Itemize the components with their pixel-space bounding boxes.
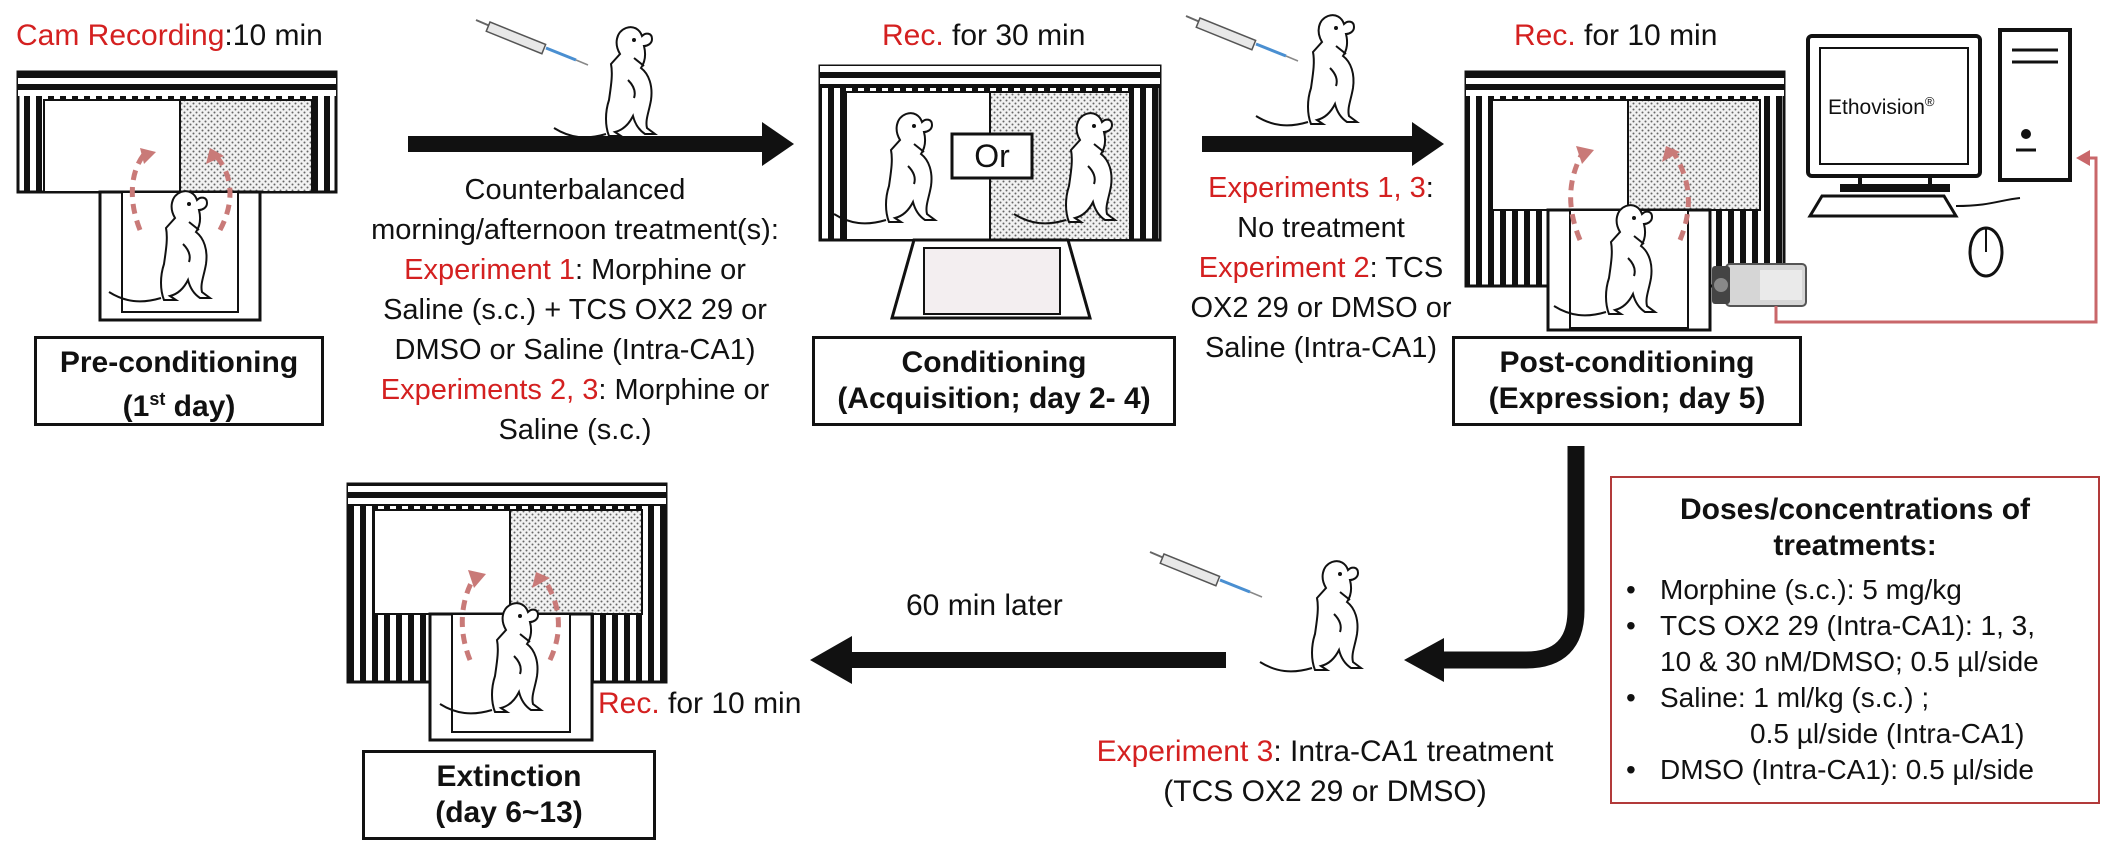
experiment-label: Experiments 2, 3	[380, 374, 599, 406]
treatment-line: Experiment 2: TCS	[1198, 252, 1444, 284]
treatment-line: OX2 29 or DMSO or	[1190, 292, 1452, 324]
treatment-line: Experiment 1: Morphine or	[404, 254, 746, 286]
arrow-conditioning-to-post	[1202, 122, 1444, 166]
stage-title: Pre-conditioning	[59, 346, 299, 379]
experiment-label: Experiments 1, 3	[1208, 172, 1426, 204]
software-label: Ethovision®	[1828, 94, 1935, 119]
preconditioning-apparatus	[16, 70, 338, 322]
treatment-line: No treatment	[1237, 212, 1405, 244]
camera-cable	[1774, 150, 2098, 324]
or-label: Or	[974, 138, 1010, 174]
treatment-line: Experiments 2, 3: Morphine or	[380, 374, 770, 406]
stage-box-extinction: Extinction (day 6~13)	[362, 750, 656, 840]
experiment-label: Experiment 1	[404, 254, 575, 286]
treatment-line: morning/afternoon treatment(s):	[371, 214, 779, 246]
dose-item: Morphine (s.c.): 5 mg/kg	[1626, 572, 2098, 608]
postconditioning-recording-label: Rec. for 10 min	[1514, 18, 1717, 54]
conditioning-recording-label: Rec. for 30 min	[882, 18, 1085, 54]
recording-duration: for 10 min	[659, 687, 802, 720]
recording-keyword: Rec.	[1514, 19, 1576, 52]
dose-item: DMSO (Intra-CA1): 0.5 µl/side	[1626, 752, 2098, 788]
arrow-pre-to-conditioning	[408, 122, 794, 166]
injection-illustration-1	[474, 18, 656, 139]
stage-title: Conditioning	[901, 346, 1087, 379]
computer-setup	[1806, 28, 2072, 278]
conditioning-treatment-text: Counterbalanced morning/afternoon treatme…	[350, 170, 800, 450]
recording-keyword: Rec.	[598, 687, 660, 720]
dose-item: Saline: 1 ml/kg (s.c.) ;0.5 µl/side (Int…	[1626, 680, 2098, 752]
stage-box-conditioning: Conditioning (Acquisition; day 2- 4)	[812, 336, 1176, 426]
stage-box-postconditioning: Post-conditioning (Expression; day 5)	[1452, 336, 1802, 426]
extinction-apparatus	[346, 482, 668, 742]
stage-subtitle: (1st day)	[122, 389, 236, 423]
stage-title: Post-conditioning	[1499, 346, 1755, 379]
treatment-line: DMSO or Saline (Intra-CA1)	[394, 334, 756, 366]
recording-duration: for 10 min	[1575, 19, 1718, 52]
extinction-treatment-text: Experiment 3: Intra-CA1 treatment (TCS O…	[1096, 735, 1554, 808]
treatment-line: Saline (s.c.) + TCS OX2 29 or	[383, 294, 767, 326]
experiment-label: Experiment 3	[1096, 735, 1274, 768]
treatment-line: Saline (s.c.)	[498, 414, 652, 446]
arrow-delay-to-extinction	[810, 636, 1226, 684]
recording-keyword: Rec.	[882, 19, 944, 52]
stage-subtitle: (day 6~13)	[435, 796, 583, 829]
extinction-recording-label: Rec. for 10 min	[598, 686, 801, 722]
treatment-line: Experiments 1, 3:	[1208, 172, 1434, 204]
treatment-line: Saline (Intra-CA1)	[1204, 332, 1438, 364]
stage-subtitle: (Acquisition; day 2- 4)	[837, 382, 1151, 415]
doses-list: Morphine (s.c.): 5 mg/kgTCS OX2 29 (Intr…	[1612, 572, 2098, 788]
recording-duration: for 30 min	[943, 19, 1086, 52]
treatment-line: Counterbalanced	[464, 174, 686, 206]
stage-box-preconditioning: Pre-conditioning (1st day)	[34, 336, 324, 426]
injection-illustration-2	[1184, 14, 1358, 127]
dose-item: TCS OX2 29 (Intra-CA1): 1, 3,10 & 30 nM/…	[1626, 608, 2098, 680]
stage-title: Extinction	[436, 760, 582, 793]
camera-icon	[1712, 263, 1807, 307]
stage-subtitle: (Expression; day 5)	[1488, 382, 1766, 415]
postconditioning-apparatus	[1464, 70, 1786, 332]
delay-label: 60 min later	[906, 589, 1063, 622]
preconditioning-recording-label: Cam Recording:10 min	[16, 18, 323, 54]
recording-keyword: Cam Recording	[16, 19, 225, 52]
arrow-post-to-extinction	[1404, 446, 1585, 682]
experiment-label: Experiment 2	[1198, 252, 1370, 284]
recording-duration: :10 min	[224, 19, 323, 52]
conditioning-apparatus	[818, 64, 1162, 320]
